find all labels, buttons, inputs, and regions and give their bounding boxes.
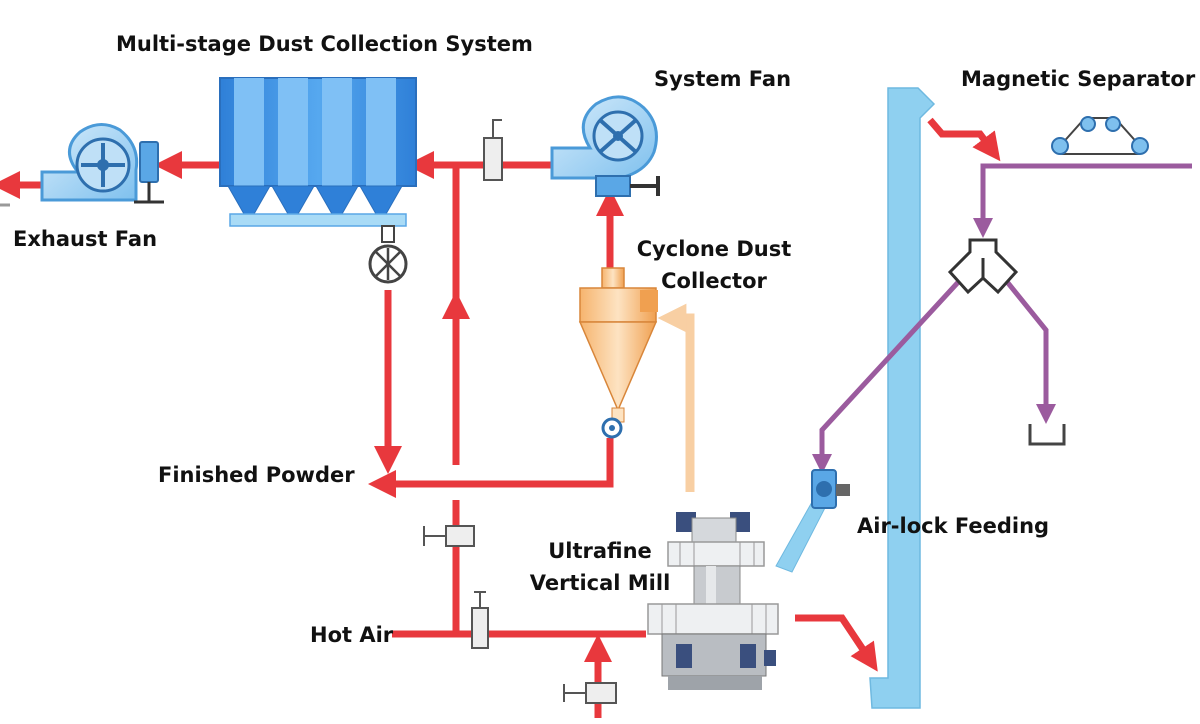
exhaust-fan [0,123,164,207]
damper-valves [423,119,617,704]
bucket-elevator [869,87,936,709]
label-mill-line-2: Vertical Mill [529,571,671,596]
label-system-fan: System Fan [654,67,792,91]
damper-valve-inlet [563,682,617,704]
multi-stage-dust-collector [219,77,417,284]
elevator-to-separator-arrow [927,117,1001,162]
label-exhaust-fan: Exhaust Fan [13,227,158,251]
label-magnetic-separator: Magnetic Separator [961,67,1196,91]
splitter-to-reject-line [1002,276,1056,424]
ultrafine-vertical-mill [647,512,779,690]
cyclone-discharge-line [368,438,614,498]
label-ultrafine-vertical-mill: Ultrafine Vertical Mill [522,538,678,597]
air-lock-feeder [775,469,850,573]
label-cyclone-line-2: Collector [661,269,767,294]
label-cyclone-dust-collector: Cyclone Dust Collector [636,236,792,295]
splitter-valve [947,238,1019,295]
damper-valve-top [483,119,503,181]
cyclone-dust-collector [578,267,658,439]
material-flow-lines [812,163,1192,474]
mill-to-elevator-arrow [795,614,878,672]
label-dust-collection-system: Multi-stage Dust Collection System [116,32,533,56]
label-mill-line-1: Ultrafine [548,539,652,563]
separator-to-splitter-line [973,163,1192,238]
label-air-lock-feeding: Air-lock Feeding [857,514,1050,538]
system-fan [550,95,660,197]
label-finished-powder: Finished Powder [158,463,355,487]
mill-to-cyclone-line [657,303,695,492]
magnetic-separator [1051,116,1149,155]
damper-valve-hot-air [471,591,489,649]
label-cyclone-line-1: Cyclone Dust [636,237,792,261]
hot-air-flow-lines [0,117,1001,718]
splitter-to-airlock-line [812,276,964,474]
label-hot-air: Hot Air [310,623,394,647]
reject-bin [1028,424,1066,446]
damper-valve-mid [423,525,475,547]
